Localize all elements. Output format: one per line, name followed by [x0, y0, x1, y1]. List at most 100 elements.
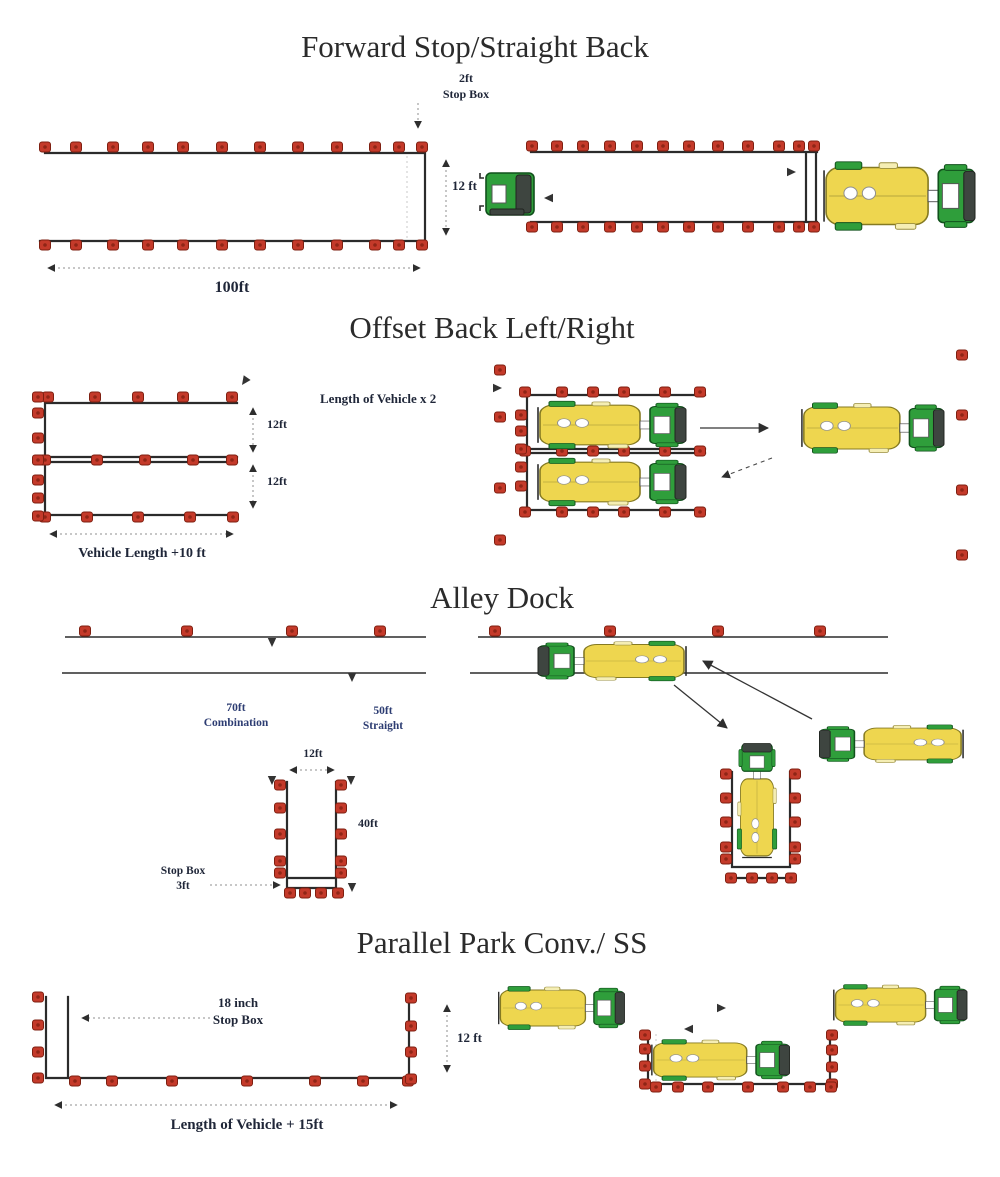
school-bus-approach: [498, 985, 626, 1031]
section-parallel-park: Parallel Park Conv./ SS 18 inch Stop Box…: [32, 925, 968, 1133]
traffic-cone: [712, 625, 724, 637]
section-title-offset: Offset Back Left/Right: [349, 310, 635, 345]
back-in-arrow: [721, 457, 773, 479]
traffic-cone: [39, 239, 51, 251]
corner-tick-arrow: [238, 375, 251, 388]
traffic-cone: [274, 802, 286, 814]
traffic-cone: [369, 239, 381, 251]
traffic-cone: [32, 1072, 44, 1084]
parallel-course-right: [498, 983, 968, 1093]
traffic-cone: [177, 239, 189, 251]
dock-depth-label: 40ft: [358, 816, 378, 830]
traffic-cone: [357, 1075, 369, 1087]
traffic-cone: [70, 141, 82, 153]
maneuver-arrow-down: [673, 684, 728, 729]
traffic-cone: [526, 140, 538, 152]
traffic-cone: [694, 506, 706, 518]
traffic-cone: [274, 828, 286, 840]
traffic-cone: [393, 141, 405, 153]
traffic-cone: [177, 141, 189, 153]
traffic-cone: [184, 511, 196, 523]
traffic-cone: [107, 141, 119, 153]
traffic-cone: [216, 239, 228, 251]
school-bus: [823, 160, 976, 232]
traffic-cone: [416, 239, 428, 251]
traffic-cone: [106, 1075, 118, 1087]
traffic-cone: [181, 625, 193, 637]
traffic-cone: [374, 625, 386, 637]
traffic-cone: [331, 141, 343, 153]
traffic-cone: [335, 855, 347, 867]
forward-course-left: 12 ft 100ft: [38, 141, 478, 296]
offset-width-top-label: 12ft: [267, 417, 287, 431]
cone-row-bottom: [519, 506, 706, 518]
measure-tick-50: [347, 673, 357, 682]
cone-column-left: [32, 391, 44, 522]
traffic-cone: [32, 510, 44, 522]
school-bus-bottom-lane: [537, 457, 687, 507]
traffic-cone: [515, 443, 527, 455]
traffic-cone: [639, 1043, 651, 1055]
traffic-cone: [577, 221, 589, 233]
traffic-cone: [32, 432, 44, 444]
traffic-cone: [81, 511, 93, 523]
forward-stopbox-depth-label: 2ft: [459, 71, 473, 85]
cone-column-dock-right: [335, 779, 347, 879]
cone-row-top: [526, 140, 820, 152]
traffic-cone: [826, 1029, 838, 1041]
traffic-cone: [789, 841, 801, 853]
traffic-cone: [274, 779, 286, 791]
school-bus-parked: [651, 1038, 791, 1082]
dock-bay-lines: [285, 780, 338, 892]
traffic-cone: [604, 625, 616, 637]
truck-approaching: [818, 724, 964, 764]
traffic-cone: [32, 991, 44, 1003]
traffic-cone: [746, 872, 758, 884]
traffic-cone: [489, 625, 501, 637]
parallel-stopbox-label: Stop Box: [213, 1012, 264, 1027]
cone-row-top: [42, 391, 238, 403]
cone-row-street: [79, 625, 386, 637]
school-bus-exit: [833, 983, 968, 1027]
section-offset-back: Offset Back Left/Right Length of Vehicle…: [32, 310, 968, 561]
alley-course-right: [470, 625, 964, 884]
traffic-cone: [742, 140, 754, 152]
traffic-cone: [720, 853, 732, 865]
traffic-cone: [551, 221, 563, 233]
traffic-cone: [551, 140, 563, 152]
traffic-cone: [694, 445, 706, 457]
street-lines: [62, 636, 426, 674]
cone-row-top: [39, 141, 428, 153]
traffic-cone: [826, 1061, 838, 1073]
section-title-forward: Forward Stop/Straight Back: [301, 29, 649, 64]
traffic-cone: [405, 1073, 417, 1085]
traffic-cone: [32, 492, 44, 504]
traffic-cone: [604, 221, 616, 233]
traffic-cone: [766, 872, 778, 884]
dock-depth-tick-bottom: [347, 883, 357, 892]
traffic-cone: [393, 239, 405, 251]
traffic-cone: [494, 364, 506, 376]
forward-length-label: 100ft: [215, 279, 250, 296]
traffic-cone: [618, 386, 630, 398]
traffic-cone: [166, 1075, 178, 1087]
traffic-cone: [659, 445, 671, 457]
traffic-cone: [335, 802, 347, 814]
traffic-cone: [789, 792, 801, 804]
direction-arrow-left: [684, 1024, 693, 1034]
cone-column-far-right: [956, 349, 968, 561]
traffic-cone: [405, 1046, 417, 1058]
school-bus-outside: [801, 402, 945, 454]
direction-arrow-right: [787, 167, 796, 177]
traffic-cone: [292, 239, 304, 251]
section-alley-dock: Alley Dock 70ft Combination 50ft Straigh…: [62, 580, 964, 899]
traffic-cone: [639, 1060, 651, 1072]
traffic-cone: [956, 549, 968, 561]
traffic-cone: [241, 1075, 253, 1087]
traffic-cone: [587, 445, 599, 457]
traffic-cone: [494, 482, 506, 494]
traffic-cone: [335, 828, 347, 840]
traffic-cone: [132, 391, 144, 403]
